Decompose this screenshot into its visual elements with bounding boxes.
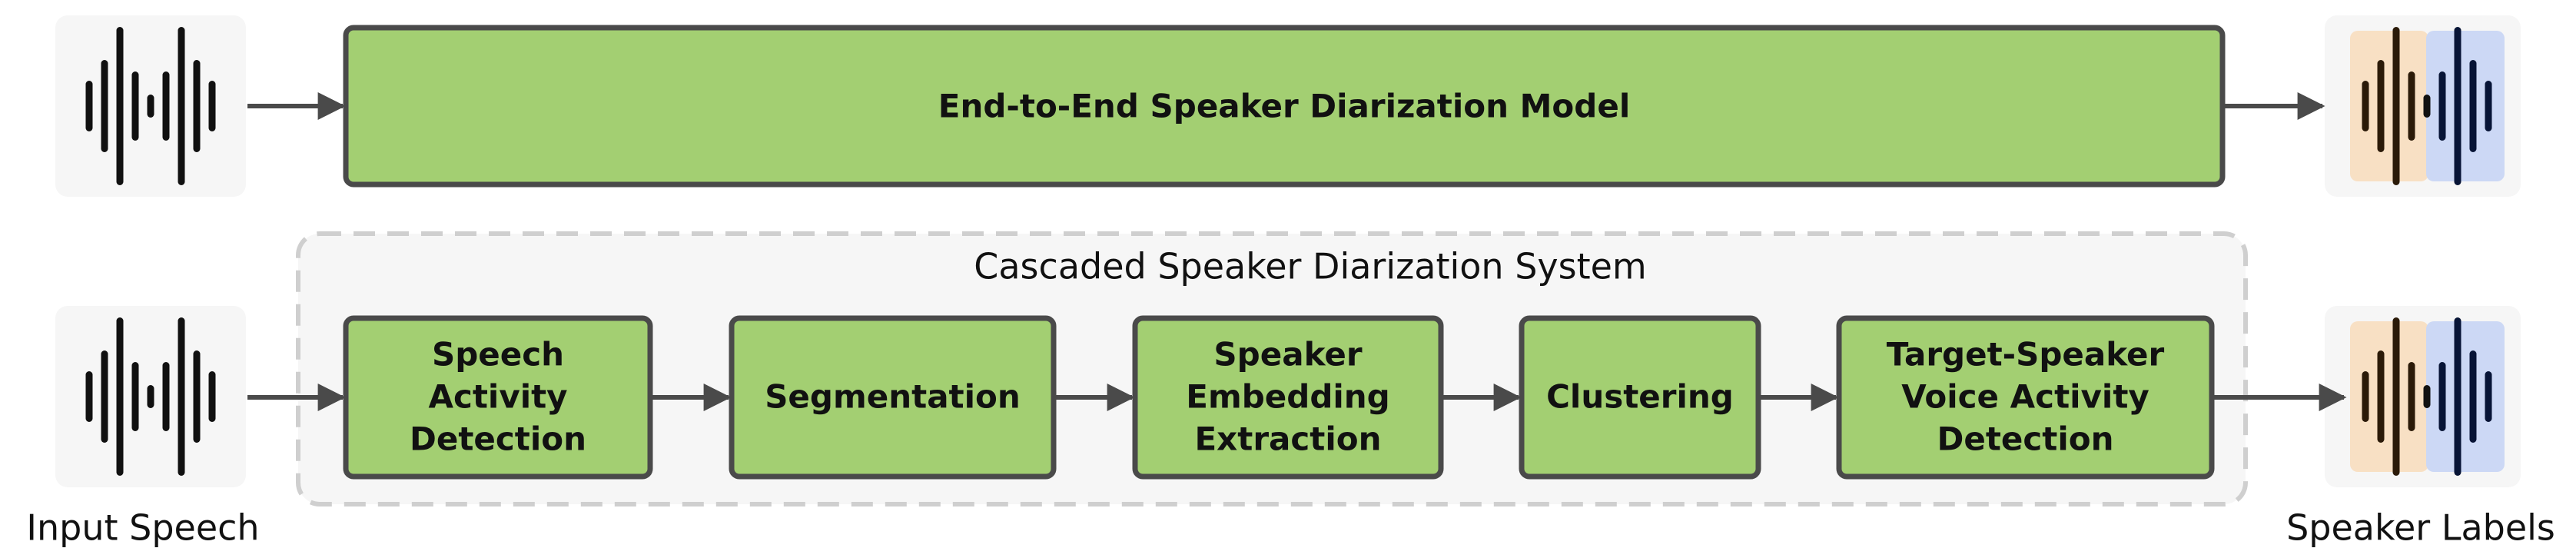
waveform-bar	[147, 385, 154, 408]
waveform-bar	[178, 27, 185, 185]
waveform-bar	[162, 71, 170, 141]
speech-activity-detection-box	[343, 315, 653, 480]
speaker-waveform-icon	[2362, 317, 2492, 476]
speaker2-highlight	[2426, 321, 2505, 472]
waveform-bar	[2454, 317, 2461, 476]
waveform-bar	[2438, 71, 2446, 141]
waveform-icon	[85, 317, 216, 476]
waveform-bar	[178, 317, 185, 476]
end-to-end-model-box	[343, 25, 2226, 188]
waveform-bar	[193, 350, 201, 443]
waveform-bar	[131, 71, 139, 141]
target-speaker-vad-label: Detection	[1937, 420, 2113, 458]
segmentation-label: Segmentation	[765, 378, 1021, 416]
waveform-bar	[2408, 362, 2415, 431]
waveform-bar	[85, 371, 93, 422]
waveform-bar	[2362, 81, 2369, 131]
waveform-bar	[2423, 385, 2431, 408]
waveform-bar	[2377, 60, 2385, 152]
speaker2-highlight	[2426, 31, 2505, 181]
speech-activity-detection-label: Speech	[432, 336, 564, 374]
waveform-bar	[2469, 350, 2477, 443]
input-caption: Input Speech	[26, 507, 259, 549]
cascade-title: Cascaded Speaker Diarization System	[974, 246, 1646, 287]
speaker1-highlight	[2350, 321, 2428, 472]
waveform-bar	[2408, 71, 2415, 141]
speaker1-highlight	[2350, 31, 2428, 181]
waveform-bar	[162, 362, 170, 431]
waveform-bar	[2392, 27, 2400, 185]
waveform-bar	[2454, 27, 2461, 185]
waveform-bar	[116, 27, 124, 185]
waveform-bar	[85, 81, 93, 131]
waveform-bar	[2392, 317, 2400, 476]
output-caption: Speaker Labels	[2286, 507, 2555, 549]
target-speaker-vad-label: Voice Activity	[1901, 378, 2149, 416]
waveform-bar	[101, 60, 108, 152]
waveform-icon	[85, 27, 216, 185]
waveform-bar	[101, 350, 108, 443]
waveform-bar	[147, 95, 154, 118]
waveform-bar	[2423, 95, 2431, 118]
waveform-bar	[2362, 371, 2369, 422]
waveform-bar	[2485, 371, 2492, 422]
target-speaker-vad-label: Target-Speaker	[1887, 336, 2165, 374]
speech-activity-detection-label: Activity	[428, 378, 567, 416]
speaker-embedding-extraction-label: Speaker	[1213, 336, 1362, 374]
speaker-embedding-extraction-label: Embedding	[1186, 378, 1390, 416]
segmentation-box	[729, 315, 1057, 480]
waveform-bar	[2485, 81, 2492, 131]
waveform-bar	[116, 317, 124, 476]
waveform-bar	[131, 362, 139, 431]
clustering-label: Clustering	[1546, 378, 1734, 416]
waveform-bar	[2377, 350, 2385, 443]
speech-activity-detection-label: Detection	[410, 420, 586, 458]
speaker-embedding-extraction-box	[1132, 315, 1444, 480]
target-speaker-vad-box	[1836, 315, 2215, 480]
clustering-box	[1519, 315, 1761, 480]
waveform-bar	[193, 60, 201, 152]
waveform-bar	[208, 81, 216, 131]
speaker-waveform-icon	[2362, 27, 2492, 185]
speaker-embedding-extraction-label: Extraction	[1194, 420, 1381, 458]
waveform-bar	[208, 371, 216, 422]
end-to-end-model-label: End-to-End Speaker Diarization Model	[938, 88, 1630, 125]
waveform-bar	[2438, 362, 2446, 431]
waveform-bar	[2469, 60, 2477, 152]
